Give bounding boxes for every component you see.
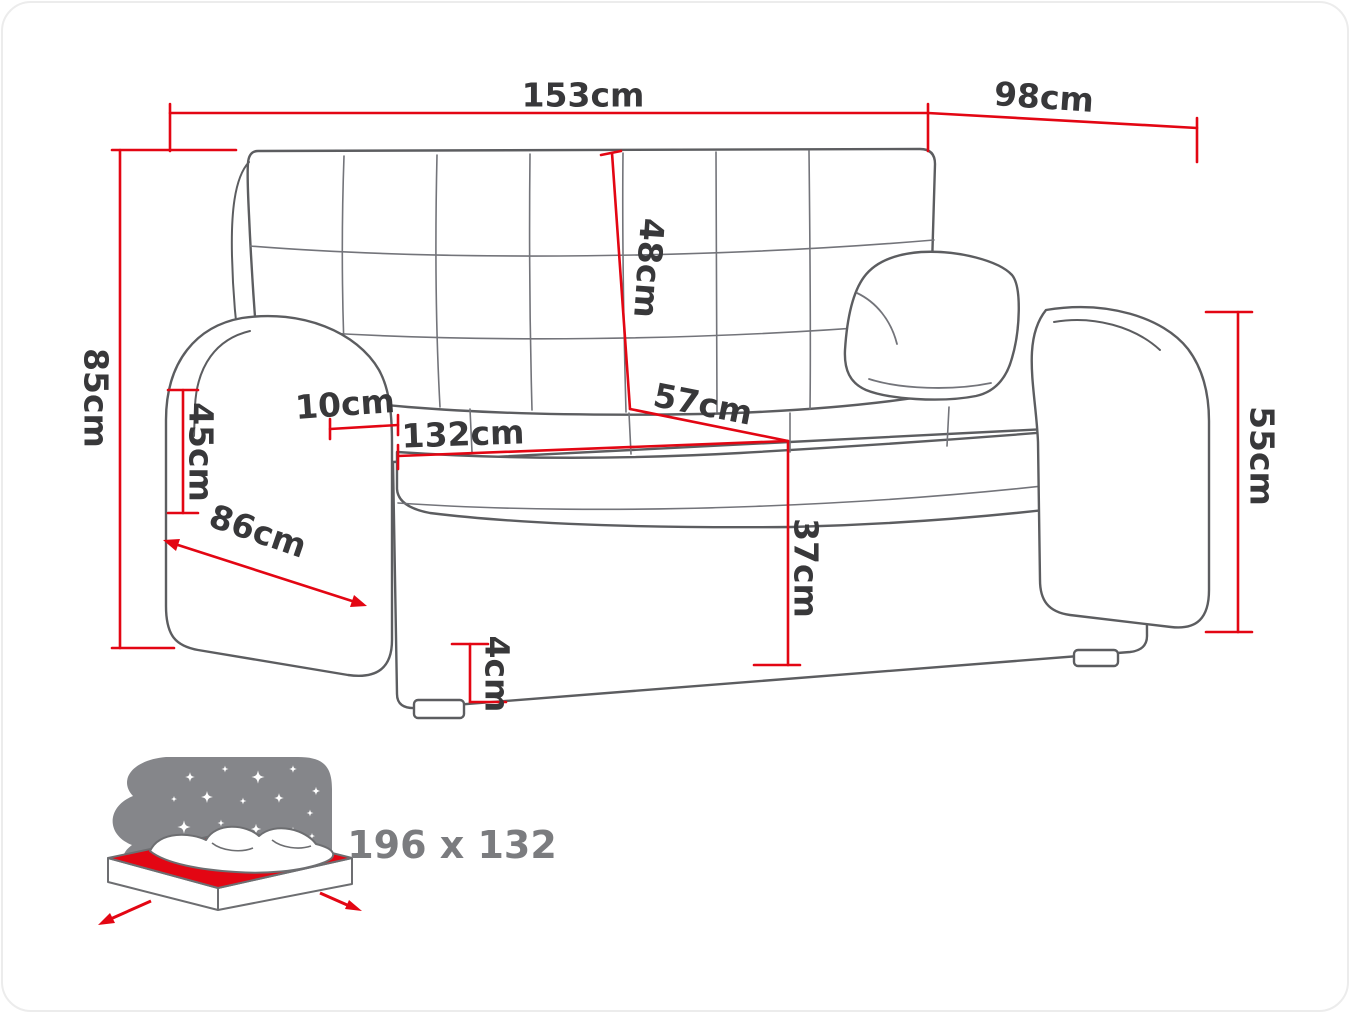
dimension-lines <box>110 102 1254 704</box>
sofa-right-arm <box>1030 306 1211 629</box>
right-arm-roll-line <box>1053 319 1161 351</box>
dim-line-side-depth <box>163 539 367 607</box>
dim-label-overall-width: 153cm <box>521 75 645 115</box>
left-arm-roll-line <box>193 330 251 437</box>
pillow-fold-lines <box>856 292 992 389</box>
dim-label-seat-height: 37cm <box>786 518 826 618</box>
dim-line-seat-width <box>396 439 790 471</box>
sofa-illustration <box>164 147 1211 720</box>
sofa-leg-left <box>412 698 466 720</box>
dim-label-overall-depth: 98cm <box>992 74 1096 120</box>
blanket-fold-1 <box>211 842 254 852</box>
sleeping-area-icon <box>98 757 362 925</box>
sofa-leg-right <box>1072 648 1120 668</box>
bed-blanket <box>149 825 335 874</box>
dim-line-arm-height <box>166 388 200 515</box>
dim-label-backrest-height: 48cm <box>626 216 672 320</box>
dim-label-back-side-height: 55cm <box>1242 406 1282 506</box>
dim-line-overall-depth <box>926 111 1199 164</box>
dim-label-leg-height: 4cm <box>477 635 517 713</box>
dim-label-overall-height: 85cm <box>76 348 116 448</box>
dim-line-back-side-height <box>1204 310 1254 634</box>
dim-line-overall-height <box>110 148 238 650</box>
dim-line-leg-height <box>450 642 508 704</box>
dim-label-arm-width: 10cm <box>293 381 397 427</box>
bed-dimension-arrows <box>98 891 362 925</box>
dim-line-seat-depth <box>628 407 790 443</box>
dim-label-arm-height: 45cm <box>181 402 221 502</box>
blanket-fold-2 <box>271 839 312 849</box>
sofa-pillow <box>843 250 1020 401</box>
dim-line-backrest-height <box>599 149 632 411</box>
dim-label-seat-width: 132cm <box>400 412 526 456</box>
sleeping-area-label: 196 x 132 <box>347 823 557 867</box>
sofa-left-arm <box>164 314 394 677</box>
dim-line-arm-width <box>328 413 400 441</box>
dim-line-seat-height <box>752 439 802 667</box>
bed-icon <box>107 825 353 911</box>
